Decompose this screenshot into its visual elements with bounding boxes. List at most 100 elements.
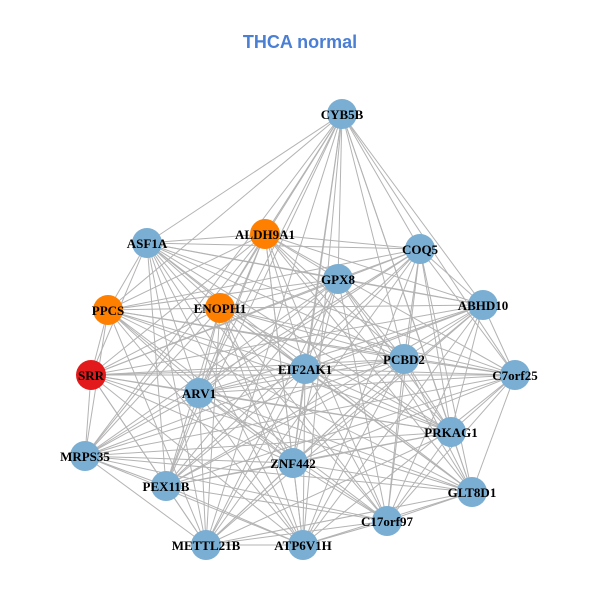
edge-arv1-mettl21b — [198, 392, 207, 546]
edge-gpx8-abhd10 — [337, 278, 484, 306]
edge-znf442-c17orf97 — [292, 462, 388, 522]
edge-srr-eif2ak1 — [90, 368, 306, 376]
node-label: ZNF442 — [270, 456, 316, 471]
edge-cyb5b-coq5 — [341, 113, 421, 250]
node-circle — [290, 354, 320, 384]
node-srr: SRR — [76, 360, 106, 390]
edge-srr-glt8d1 — [90, 374, 473, 493]
node-circle — [278, 448, 308, 478]
node-label: C17orf97 — [361, 514, 413, 529]
edge-c7orf25-atp6v1h — [302, 374, 516, 546]
edge-eif2ak1-mettl21b — [205, 368, 306, 546]
edge-enoph1-abhd10 — [219, 304, 484, 309]
graph-title: THCA normal — [243, 32, 357, 52]
node-aldh9a1: ALDH9A1 — [235, 219, 295, 249]
node-label: ASF1A — [127, 236, 168, 251]
edge-c7orf25-znf442 — [292, 374, 516, 464]
node-coq5: COQ5 — [402, 234, 439, 264]
node-label: ALDH9A1 — [235, 227, 295, 242]
node-label: MRPS35 — [60, 449, 110, 464]
edge-arv1-pex11b — [165, 392, 200, 487]
edge-pcbd2-srr — [90, 358, 405, 376]
edge-pcbd2-c7orf25 — [403, 358, 516, 376]
edge-abhd10-c17orf97 — [386, 304, 484, 522]
edge-enoph1-mettl21b — [205, 307, 221, 546]
edge-eif2ak1-arv1 — [198, 368, 306, 394]
edge-abhd10-atp6v1h — [302, 304, 484, 546]
node-circle — [389, 344, 419, 374]
edge-ppcs-glt8d1 — [107, 309, 473, 493]
node-label: GPX8 — [321, 272, 355, 287]
edge-arv1-mrps35 — [84, 392, 200, 457]
edge-cyb5b-abhd10 — [341, 113, 484, 306]
node-label: EIF2AK1 — [278, 362, 332, 377]
edge-gpx8-glt8d1 — [337, 278, 473, 493]
edge-mrps35-atp6v1h — [84, 455, 304, 546]
edge-cyb5b-gpx8 — [337, 113, 343, 280]
node-circle — [151, 471, 181, 501]
node-arv1: ARV1 — [182, 378, 216, 408]
node-prkag1: PRKAG1 — [424, 417, 478, 447]
edge-aldh9a1-mrps35 — [84, 233, 266, 457]
node-eif2ak1: EIF2AK1 — [278, 354, 332, 384]
edge-enoph1-srr — [90, 307, 221, 376]
node-circle — [70, 441, 100, 471]
node-label: PPCS — [92, 303, 125, 318]
edge-abhd10-pcbd2 — [403, 304, 484, 360]
edge-aldh9a1-abhd10 — [264, 233, 484, 306]
node-gpx8: GPX8 — [321, 264, 355, 294]
edge-aldh9a1-ppcs — [107, 233, 266, 311]
node-c17orf97: C17orf97 — [361, 506, 413, 536]
edge-coq5-c17orf97 — [386, 248, 421, 522]
edge-znf442-mettl21b — [205, 462, 294, 546]
edge-asf1a-pex11b — [146, 242, 167, 487]
edge-enoph1-znf442 — [219, 307, 294, 464]
edge-znf442-pex11b — [165, 462, 294, 487]
edge-arv1-glt8d1 — [198, 392, 473, 493]
node-circle — [323, 264, 353, 294]
node-pex11b: PEX11B — [143, 471, 190, 501]
edge-c7orf25-pex11b — [165, 374, 516, 487]
node-ppcs: PPCS — [92, 295, 125, 325]
edge-prkag1-mettl21b — [205, 431, 452, 546]
edge-ppcs-prkag1 — [107, 309, 452, 433]
node-label: PEX11B — [143, 479, 190, 494]
node-circle — [436, 417, 466, 447]
edge-abhd10-mrps35 — [84, 304, 484, 457]
edge-ppcs-enoph1 — [107, 307, 221, 311]
node-label: CYB5B — [321, 107, 364, 122]
edge-abhd10-mettl21b — [205, 304, 484, 546]
node-label: ATP6V1H — [274, 538, 332, 553]
node-atp6v1h: ATP6V1H — [274, 530, 332, 560]
node-label: C7orf25 — [492, 368, 538, 383]
edge-ppcs-arv1 — [107, 309, 200, 394]
edge-aldh9a1-pcbd2 — [264, 233, 405, 360]
node-circle — [76, 360, 106, 390]
node-znf442: ZNF442 — [270, 448, 316, 478]
edge-gpx8-mrps35 — [84, 278, 339, 457]
edge-cyb5b-enoph1 — [219, 113, 343, 309]
node-cyb5b: CYB5B — [321, 99, 364, 129]
edge-asf1a-mettl21b — [146, 242, 207, 546]
edge-asf1a-arv1 — [146, 242, 200, 394]
edge-enoph1-c7orf25 — [219, 307, 516, 376]
node-mrps35: MRPS35 — [60, 441, 110, 471]
node-circle — [468, 290, 498, 320]
edge-coq5-ppcs — [107, 248, 421, 311]
edge-coq5-glt8d1 — [419, 248, 473, 493]
node-circle — [457, 477, 487, 507]
edge-arv1-prkag1 — [198, 392, 452, 433]
edge-asf1a-atp6v1h — [146, 242, 304, 546]
edge-c7orf25-c17orf97 — [386, 374, 516, 522]
edge-cyb5b-pcbd2 — [341, 113, 405, 360]
edge-c7orf25-arv1 — [198, 374, 516, 394]
edge-gpx8-pcbd2 — [337, 278, 405, 360]
edge-arv1-atp6v1h — [198, 392, 304, 546]
edge-gpx8-eif2ak1 — [304, 278, 339, 370]
edge-znf442-glt8d1 — [292, 462, 473, 493]
edge-cyb5b-ppcs — [107, 113, 343, 311]
node-circle — [93, 295, 123, 325]
